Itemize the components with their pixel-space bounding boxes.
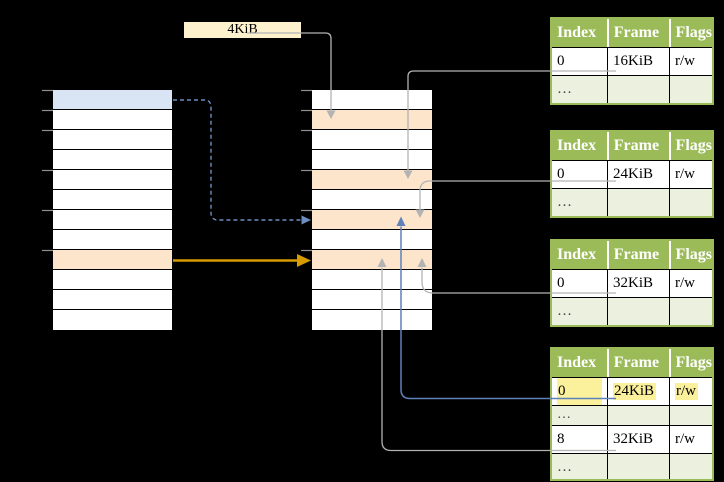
cell-flags: [669, 189, 712, 216]
memory-row: [53, 250, 172, 270]
column-header-index: Index: [557, 246, 597, 263]
arrowhead-right-icon: [297, 254, 311, 267]
column-header-index: Index: [557, 354, 597, 371]
memory-row: [53, 90, 172, 110]
page-table-3: Index Frame Flags 0 32KiB r/w …: [550, 239, 714, 327]
table-row: 0 16KiB r/w: [552, 47, 712, 75]
cell-index: …: [557, 459, 572, 475]
cell-flags: [669, 76, 712, 103]
memory-row: [312, 230, 432, 250]
memory-row: [53, 130, 172, 150]
cell-index: 0: [557, 166, 565, 182]
memory-row: [312, 270, 432, 290]
column-header-frame: Frame: [606, 19, 669, 47]
column-header-index: Index: [557, 137, 597, 154]
highlighted-value: 24KiB: [613, 383, 657, 400]
memory-row: [53, 110, 172, 130]
frame-size-label: 4KiB: [183, 21, 302, 39]
table-row-ellipsis: …: [552, 453, 712, 479]
memory-row: [53, 290, 172, 310]
memory-row: [53, 270, 172, 290]
table-row-ellipsis: …: [552, 297, 712, 325]
arrow-virtual-page0-dashed: [173, 99, 311, 225]
memory-row: [312, 250, 432, 270]
memory-row: [53, 170, 172, 190]
physical-memory-table: [311, 89, 433, 331]
cell-flags: [669, 454, 712, 479]
page-table-1-header: Index Frame Flags: [552, 19, 712, 47]
memory-row: [312, 170, 432, 190]
column-header-flags: Flags: [668, 349, 712, 377]
cell-index: 0: [552, 378, 607, 405]
cell-frame: [607, 76, 669, 103]
table-row-ellipsis: …: [552, 405, 712, 425]
cell-frame: [607, 454, 669, 479]
cell-index: …: [557, 81, 572, 97]
memory-row: [53, 210, 172, 230]
table-row: 0 32KiB r/w: [552, 269, 712, 297]
column-header-flags: Flags: [668, 19, 712, 47]
memory-row: [53, 150, 172, 170]
cell-flags: r/w: [669, 161, 712, 188]
arrow-virtual-orange-page: [173, 254, 311, 267]
highlighted-value: 0: [557, 378, 602, 405]
arrowhead-right-icon: [301, 215, 311, 225]
memory-row: [312, 130, 432, 150]
cell-frame: 32KiB: [607, 426, 669, 453]
cell-flags: r/w: [669, 48, 712, 75]
column-header-flags: Flags: [668, 132, 712, 160]
column-header-frame: Frame: [606, 241, 669, 269]
memory-row: [312, 90, 432, 110]
cell-flags: r/w: [669, 270, 712, 297]
virtual-memory-table: [52, 89, 173, 331]
column-header-flags: Flags: [668, 241, 712, 269]
cell-frame: 24KiB: [607, 378, 669, 405]
page-table-2: Index Frame Flags 0 24KiB r/w …: [550, 130, 714, 218]
memory-row: [312, 290, 432, 310]
cell-frame: 32KiB: [607, 270, 669, 297]
page-table-1: Index Frame Flags 0 16KiB r/w …: [550, 17, 714, 105]
column-header-frame: Frame: [606, 349, 669, 377]
table-row-ellipsis: …: [552, 75, 712, 103]
cell-index: 0: [557, 53, 565, 69]
cell-flags: [669, 298, 712, 325]
cell-flags: r/w: [669, 426, 712, 453]
cell-frame: 16KiB: [607, 48, 669, 75]
cell-frame: [607, 189, 669, 216]
memory-row: [312, 150, 432, 170]
cell-frame: 24KiB: [607, 161, 669, 188]
cell-index: 8: [557, 431, 565, 447]
cell-index: 0: [557, 275, 565, 291]
cell-frame: [607, 298, 669, 325]
column-header-index: Index: [557, 24, 597, 41]
page-table-3-header: Index Frame Flags: [552, 241, 712, 269]
memory-row: [312, 210, 432, 230]
column-header-frame: Frame: [606, 132, 669, 160]
page-table-4-header: Index Frame Flags: [552, 349, 712, 377]
cell-flags: r/w: [669, 378, 712, 405]
cell-index: …: [557, 407, 571, 422]
page-table-2-header: Index Frame Flags: [552, 132, 712, 160]
cell-index: …: [557, 303, 572, 319]
memory-row: [53, 230, 172, 250]
memory-row: [53, 190, 172, 210]
memory-row: [312, 310, 432, 330]
table-row-ellipsis: …: [552, 188, 712, 216]
memory-row: [312, 190, 432, 210]
table-row: 8 32KiB r/w: [552, 425, 712, 453]
memory-row: [53, 310, 172, 330]
cell-index: …: [557, 194, 572, 210]
highlighted-value: r/w: [675, 383, 698, 400]
table-row: 0 24KiB r/w: [552, 160, 712, 188]
cell-flags: [669, 406, 712, 425]
cell-frame: [607, 406, 669, 425]
frame-size-text: 4KiB: [227, 22, 258, 37]
page-table-4: Index Frame Flags 0 24KiB r/w … 8 32KiB …: [550, 347, 714, 481]
memory-row: [312, 110, 432, 130]
table-row-highlighted: 0 24KiB r/w: [552, 377, 712, 405]
